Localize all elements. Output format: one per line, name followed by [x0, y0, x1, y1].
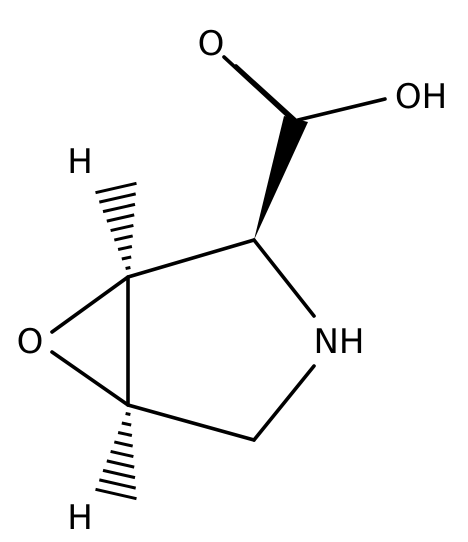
epoxide-bond-bottom: [50, 350, 130, 407]
hashed-bond-bottom-h: [95, 412, 137, 501]
hydroxyl-label: OH: [395, 77, 447, 117]
hashed-bond-top-h: [95, 181, 137, 270]
carbonyl-double-bond-2: [234, 64, 304, 128]
ring-bond-c2-c1: [126, 238, 256, 279]
ring-bond-c4-c5: [126, 403, 256, 442]
top-hydrogen-label: H: [67, 142, 93, 182]
epoxide-bond-top: [50, 275, 130, 334]
carbonyl-oxygen-label: O: [198, 24, 225, 64]
amine-nh-label: NH: [314, 322, 365, 362]
ring-bond-n-c4: [252, 364, 316, 442]
ring-bond-c2-n: [252, 238, 316, 318]
c-oh-bond: [296, 97, 387, 122]
carboxyl-wedge-bond: [254, 116, 308, 240]
epoxide-oxygen-label: O: [17, 322, 44, 362]
bottom-hydrogen-label: H: [67, 498, 93, 538]
